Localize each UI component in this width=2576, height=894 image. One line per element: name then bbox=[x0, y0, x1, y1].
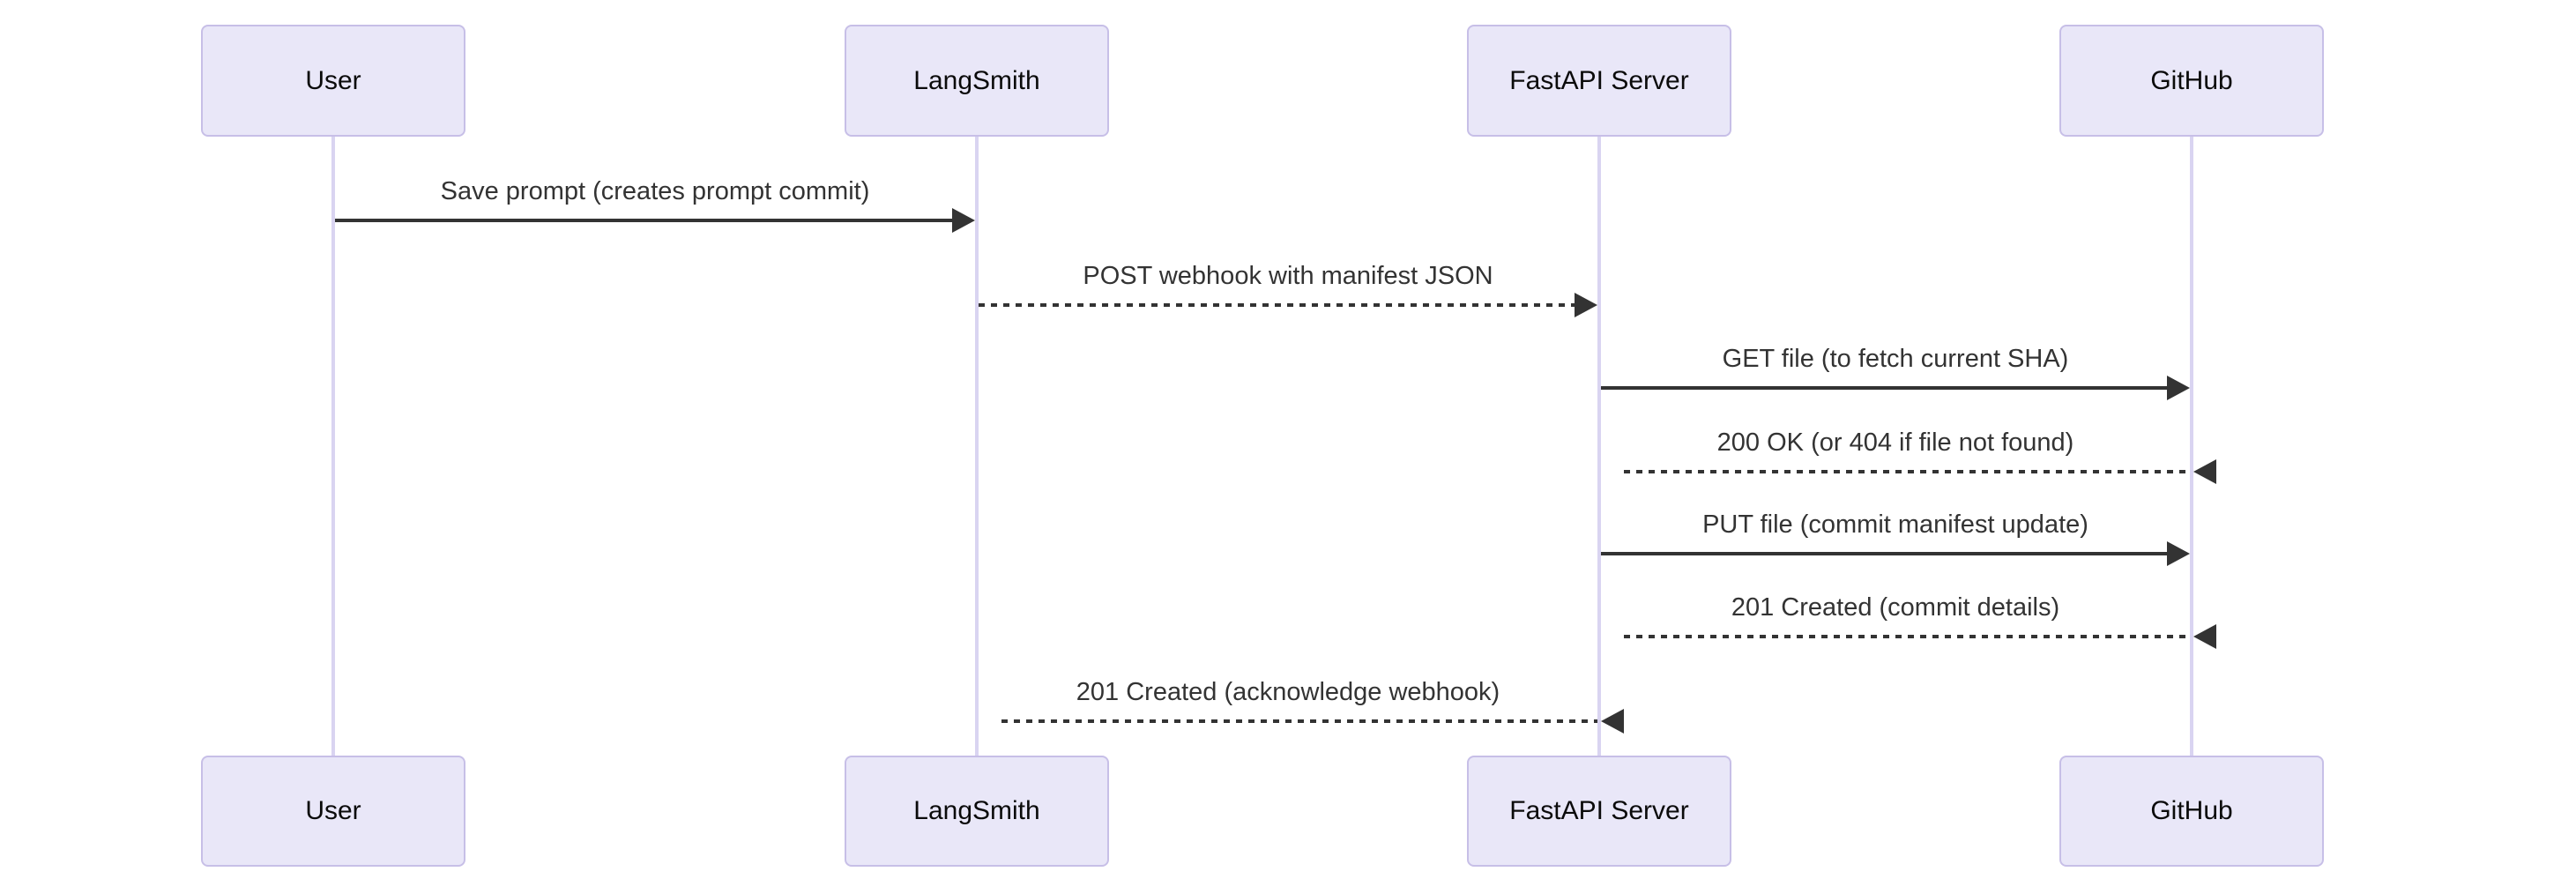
actor-bottom-box-github: GitHub bbox=[2059, 756, 2324, 867]
actor-label-fastapi: FastAPI Server bbox=[1509, 65, 1689, 95]
message-line-4 bbox=[1624, 470, 2190, 473]
actor-top-box-user: User bbox=[201, 25, 465, 137]
lifeline-fastapi bbox=[1597, 137, 1601, 756]
actor-bottom-box-fastapi: FastAPI Server bbox=[1467, 756, 1731, 867]
message-line-6 bbox=[1624, 635, 2190, 638]
actor-bottom-box-langsmith: LangSmith bbox=[845, 756, 1109, 867]
message-line-2 bbox=[979, 303, 1575, 307]
message-label-3: GET file (to fetch current SHA) bbox=[1722, 345, 2069, 373]
actor-top-box-langsmith: LangSmith bbox=[845, 25, 1109, 137]
actor-label-langsmith: LangSmith bbox=[913, 65, 1040, 95]
message-line-1 bbox=[335, 219, 952, 222]
lifeline-github bbox=[2190, 137, 2193, 756]
arrowhead-left-icon bbox=[2193, 459, 2216, 484]
actor-label-user: User bbox=[305, 796, 361, 825]
message-label-4: 200 OK (or 404 if file not found) bbox=[1716, 428, 2074, 457]
actor-label-github: GitHub bbox=[2150, 65, 2233, 95]
actor-label-user: User bbox=[305, 65, 361, 95]
lifeline-langsmith bbox=[975, 137, 979, 756]
arrowhead-left-icon bbox=[2193, 624, 2216, 649]
message-label-1: Save prompt (creates prompt commit) bbox=[440, 177, 870, 205]
arrowhead-right-icon bbox=[2167, 376, 2190, 400]
arrowhead-left-icon bbox=[1601, 709, 1624, 734]
arrowhead-right-icon bbox=[2167, 541, 2190, 566]
lifeline-user bbox=[331, 137, 335, 756]
actor-label-fastapi: FastAPI Server bbox=[1509, 796, 1689, 825]
message-label-7: 201 Created (acknowledge webhook) bbox=[1076, 678, 1500, 706]
actor-top-box-fastapi: FastAPI Server bbox=[1467, 25, 1731, 137]
message-line-7 bbox=[1001, 719, 1597, 723]
actor-label-github: GitHub bbox=[2150, 796, 2233, 825]
actor-top-box-github: GitHub bbox=[2059, 25, 2324, 137]
message-line-3 bbox=[1601, 386, 2167, 390]
arrowhead-right-icon bbox=[952, 208, 975, 233]
actor-bottom-box-user: User bbox=[201, 756, 465, 867]
actor-label-langsmith: LangSmith bbox=[913, 796, 1040, 825]
message-label-5: PUT file (commit manifest update) bbox=[1702, 510, 2088, 539]
message-line-5 bbox=[1601, 552, 2167, 555]
message-label-2: POST webhook with manifest JSON bbox=[1083, 262, 1493, 290]
arrowhead-right-icon bbox=[1575, 293, 1597, 317]
message-label-6: 201 Created (commit details) bbox=[1731, 593, 2060, 622]
